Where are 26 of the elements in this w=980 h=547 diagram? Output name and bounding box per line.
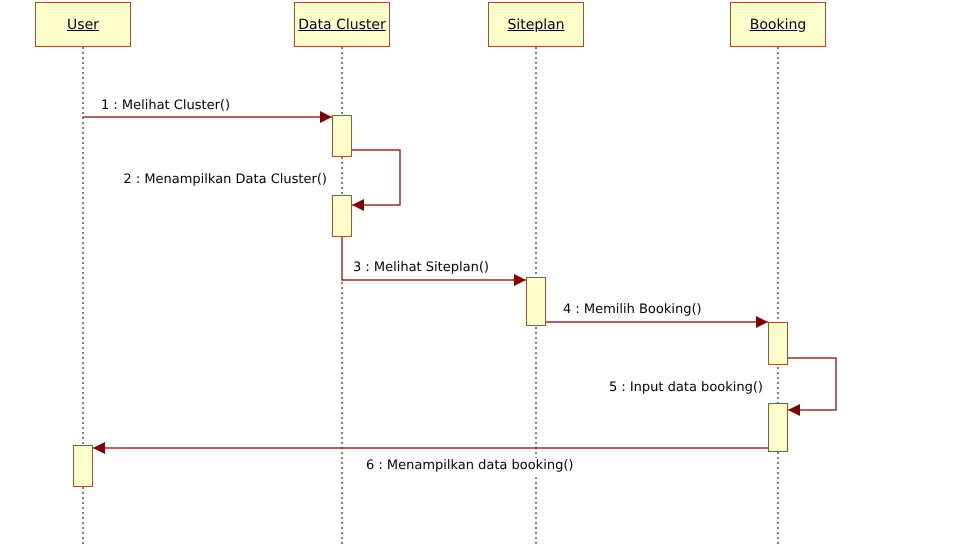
actor-name: User [67, 16, 99, 32]
actor-box [730, 2, 826, 47]
activation-bar [332, 195, 352, 237]
message-arrow [546, 316, 768, 328]
actor-name: Siteplan [507, 16, 565, 32]
message-arrow [352, 149, 401, 211]
edge-label: 4 : Memilih Booking() [562, 302, 703, 318]
message-arrow [93, 442, 768, 454]
activation-bar [73, 445, 93, 487]
message-arrow [788, 357, 837, 416]
edge-label: 3 : Melihat Siteplan() [352, 260, 490, 276]
actor-box [35, 2, 131, 47]
activation-bar [526, 277, 546, 326]
activation-bar [332, 115, 352, 157]
edge-label: 5 : Input data booking() [608, 380, 764, 396]
activation-bar [768, 322, 788, 365]
edge-label: 6 : Menampilkan data booking() [365, 458, 574, 474]
actor-name: Booking [750, 16, 806, 32]
message-arrow [83, 111, 332, 123]
actor-box [488, 2, 584, 47]
edge-label: 1 : Melihat Cluster() [100, 98, 232, 114]
activation-bar [768, 403, 788, 452]
actor-box [294, 2, 390, 47]
message-arrow [341, 237, 526, 286]
edge-label: 2 : Menampilkan Data Cluster() [122, 172, 328, 188]
actor-name: Data Cluster [298, 16, 386, 32]
